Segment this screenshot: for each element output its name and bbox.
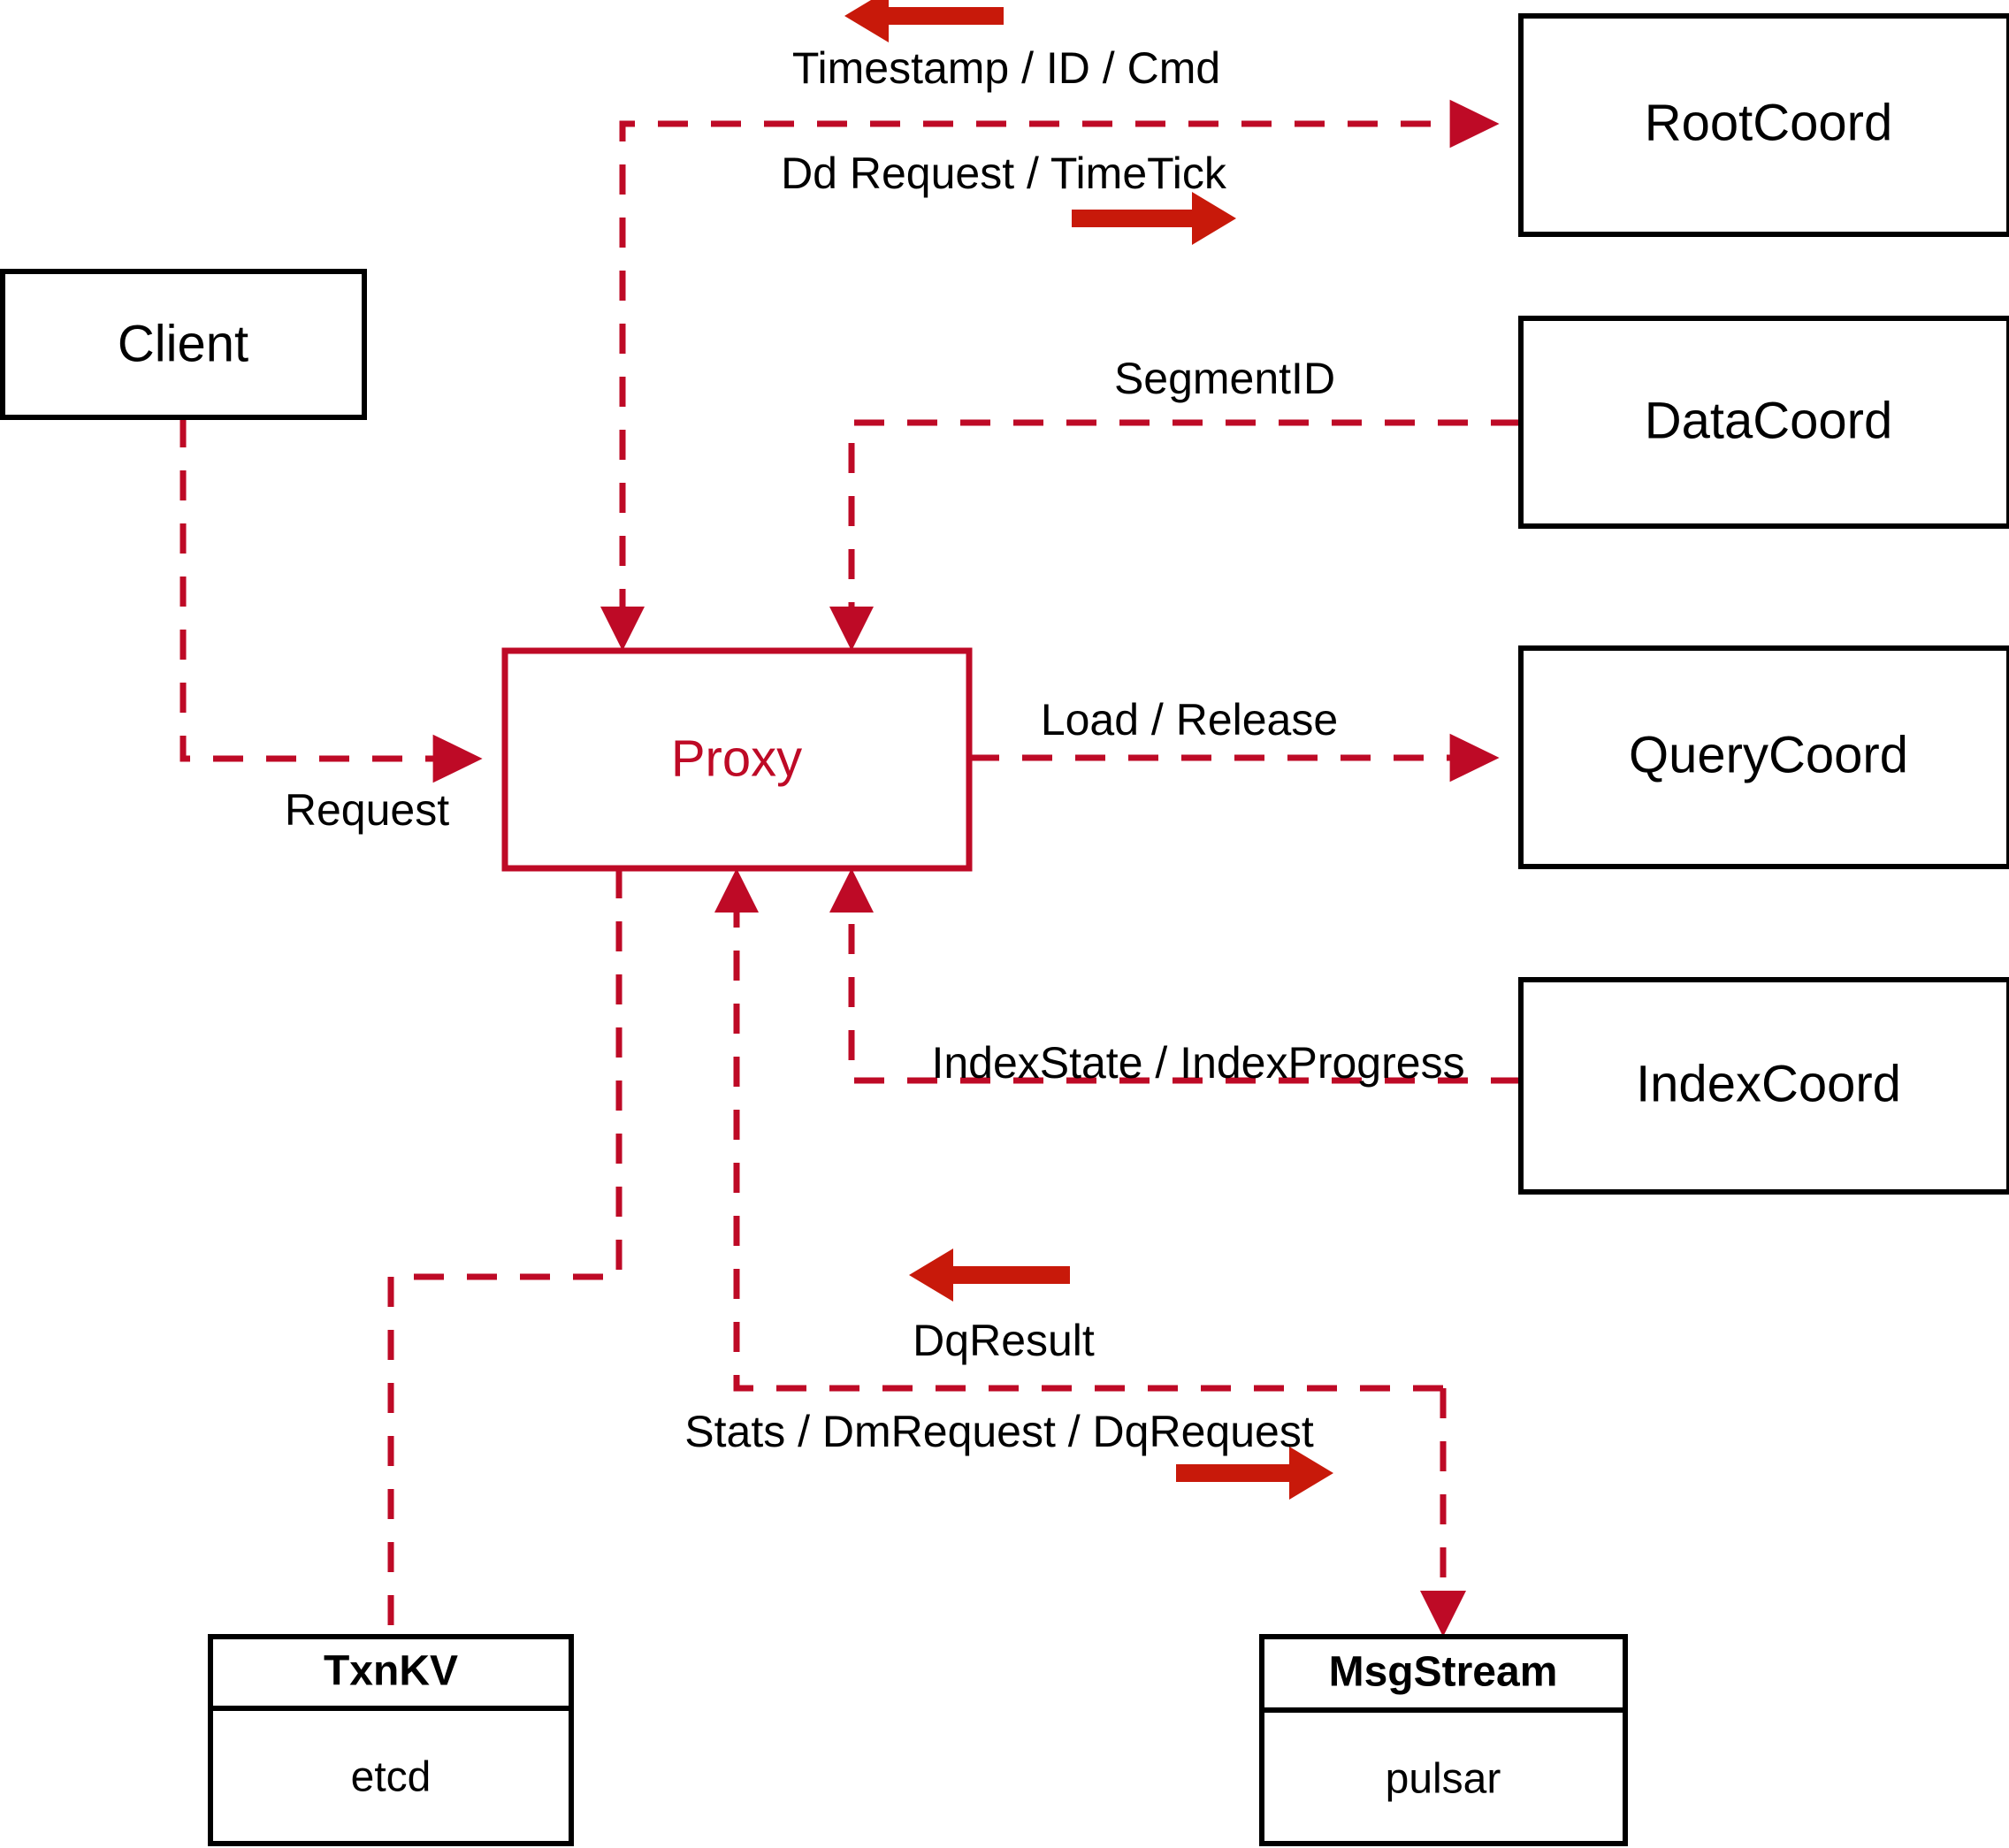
edge-dqresult-arrowhead bbox=[714, 868, 759, 913]
edge-label-request: Request bbox=[285, 785, 449, 835]
edge-label-indexstate: IndexState / IndexProgress bbox=[931, 1038, 1464, 1088]
edge-label-statsrequest: Stats / DmRequest / DqRequest bbox=[684, 1407, 1314, 1456]
direction-arrow-timestamp bbox=[844, 0, 1004, 42]
edge-proxy-txnkv-path bbox=[387, 868, 623, 1637]
node-querycoord-label: QueryCoord bbox=[1629, 726, 1908, 783]
node-txnkv-label: TxnKV bbox=[324, 1648, 458, 1695]
node-querycoord[interactable]: QueryCoord bbox=[1518, 645, 2009, 869]
edge-label-dqresult: DqResult bbox=[913, 1316, 1095, 1365]
node-proxy-label: Proxy bbox=[671, 729, 802, 787]
edge-request bbox=[180, 417, 483, 783]
node-indexcoord-box[interactable] bbox=[1518, 977, 2009, 1195]
node-proxy[interactable]: Proxy bbox=[501, 647, 973, 872]
node-indexcoord-label: IndexCoord bbox=[1636, 1055, 1901, 1112]
node-datacoord-box[interactable] bbox=[1518, 316, 2009, 529]
edge-indexstate-path bbox=[848, 902, 1521, 1084]
direction-arrow-statsrequest bbox=[1176, 1447, 1333, 1500]
edge-segmentid-path bbox=[848, 419, 1521, 619]
node-rootcoord-label: RootCoord bbox=[1645, 94, 1892, 151]
edge-proxy-txnkv bbox=[387, 868, 623, 1637]
edge-timestamp-arrowhead bbox=[600, 607, 645, 651]
node-indexcoord[interactable]: IndexCoord bbox=[1518, 977, 2009, 1195]
direction-arrow-ddrequest bbox=[1072, 192, 1236, 245]
node-datacoord[interactable]: DataCoord bbox=[1518, 316, 2009, 529]
node-client-box[interactable] bbox=[0, 269, 367, 420]
node-client[interactable]: Client bbox=[0, 269, 367, 420]
edge-timestamp-id-cmd bbox=[619, 99, 1500, 619]
edge-request-path bbox=[180, 417, 483, 783]
edge-timestamp-path bbox=[619, 99, 1500, 619]
node-client-label: Client bbox=[118, 315, 248, 372]
edge-label-ddrequest: Dd Request / TimeTick bbox=[781, 149, 1227, 198]
node-rootcoord-box[interactable] bbox=[1518, 13, 2009, 237]
node-msgstream[interactable]: MsgStream pulsar bbox=[1259, 1634, 1628, 1846]
edge-dqresult bbox=[733, 902, 1443, 1392]
node-datacoord-label: DataCoord bbox=[1645, 392, 1892, 449]
node-txnkv-sublabel: etcd bbox=[351, 1754, 432, 1801]
edge-segmentid bbox=[848, 419, 1521, 619]
edge-indexstate-arrowhead bbox=[829, 868, 874, 913]
edge-dqresult-path bbox=[733, 902, 1443, 1392]
node-rootcoord[interactable]: RootCoord bbox=[1518, 13, 2009, 237]
node-msgstream-label: MsgStream bbox=[1329, 1649, 1558, 1696]
node-msgstream-sublabel: pulsar bbox=[1386, 1756, 1501, 1803]
edge-stats-arrowhead bbox=[1420, 1591, 1466, 1637]
node-txnkv-box[interactable] bbox=[208, 1634, 574, 1846]
node-proxy-box[interactable] bbox=[501, 647, 973, 872]
node-txnkv[interactable]: TxnKV etcd bbox=[208, 1634, 574, 1846]
edge-label-segmentid: SegmentID bbox=[1114, 354, 1335, 403]
node-msgstream-box[interactable] bbox=[1259, 1634, 1628, 1846]
direction-arrow-dqresult bbox=[909, 1249, 1070, 1302]
edge-segmentid-arrowhead bbox=[829, 607, 874, 651]
node-querycoord-box[interactable] bbox=[1518, 645, 2009, 869]
edge-label-timestamp: Timestamp / ID / Cmd bbox=[792, 43, 1220, 93]
edge-indexstate bbox=[848, 902, 1521, 1084]
edge-label-load-release: Load / Release bbox=[1041, 695, 1338, 745]
